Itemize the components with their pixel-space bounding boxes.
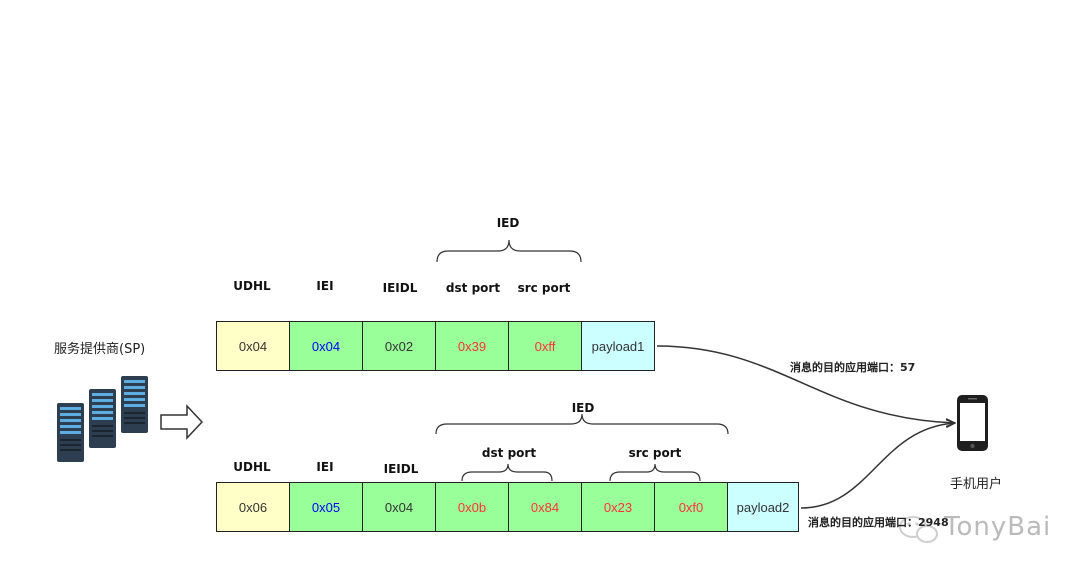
src-brace-row2 [609, 463, 701, 482]
row1-port-label: 消息的目的应用端口：57 [790, 361, 916, 374]
src-port-header-row1: src port [517, 281, 571, 295]
ied-brace-row2 [435, 413, 729, 435]
server-rack-icon [57, 376, 148, 462]
dst-port-high-cell: 0x0b [435, 482, 509, 532]
dst-port-low-cell: 0x84 [508, 482, 582, 532]
ieidl-header-row2: IEIDL [383, 462, 419, 476]
udhl-header-row2: UDHL [233, 460, 271, 474]
dst-port-header-row1: dst port [445, 281, 501, 295]
payload-cell: payload1 [581, 321, 655, 371]
payload-cell: payload2 [727, 482, 799, 532]
sp-label: 服务提供商(SP) [54, 342, 146, 357]
src-port-low-cell: 0xf0 [654, 482, 728, 532]
hollow-arrow-right-icon [160, 404, 204, 440]
src-port-header-row2: src port [628, 446, 682, 460]
iei-cell: 0x05 [289, 482, 363, 532]
row2-port-label: 消息的目的应用端口：2948 [808, 516, 949, 529]
curve-row2-to-phone [800, 423, 955, 509]
ied-header-row1: IED [496, 216, 520, 230]
ied-brace-row1 [436, 239, 582, 263]
wechat-icon [899, 516, 938, 543]
dst-port-header-row2: dst port [481, 446, 537, 460]
udhl-cell: 0x06 [216, 482, 290, 532]
iei-cell: 0x04 [289, 321, 363, 371]
ieidl-header-row1: IEIDL [382, 281, 418, 295]
dst-brace-row2 [461, 463, 553, 482]
ied-header-row2: IED [571, 401, 595, 415]
iei-header-row1: IEI [316, 279, 334, 293]
dst-port-cell: 0x39 [435, 321, 509, 371]
src-port-cell: 0xff [508, 321, 582, 371]
curve-row1-to-phone [656, 345, 955, 423]
udh-row2: 0x06 0x05 0x04 0x0b 0x84 0x23 0xf0 paylo… [216, 482, 799, 532]
watermark: TonyBai [944, 512, 1052, 542]
smartphone-icon [957, 395, 988, 451]
udh-row1: 0x04 0x04 0x02 0x39 0xff payload1 [216, 321, 655, 371]
udhl-cell: 0x04 [216, 321, 290, 371]
phone-user-label: 手机用户 [950, 477, 1003, 492]
udhl-header-row1: UDHL [233, 279, 271, 293]
ieidl-cell: 0x02 [362, 321, 436, 371]
ieidl-cell: 0x04 [362, 482, 436, 532]
iei-header-row2: IEI [316, 460, 334, 474]
src-port-high-cell: 0x23 [581, 482, 655, 532]
